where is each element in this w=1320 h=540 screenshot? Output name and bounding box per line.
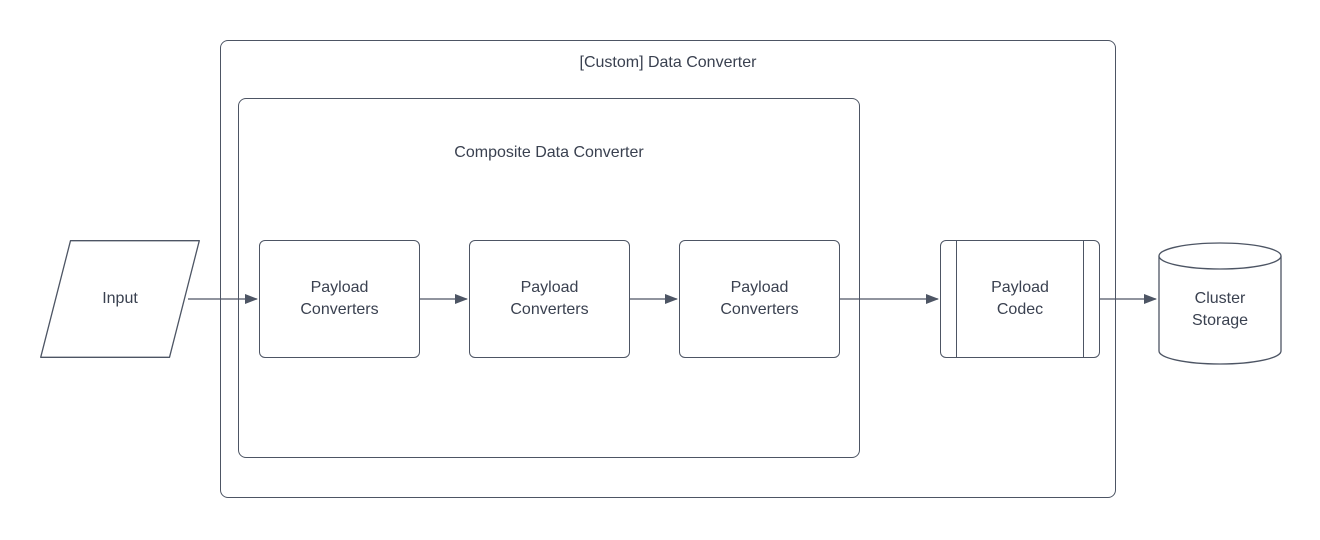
payload-converters-label-1: Payload Converters [300, 279, 379, 318]
custom-data-converter-group: [Custom] Data Converter [220, 40, 1116, 498]
cylinder-body [1158, 242, 1282, 365]
composite-data-converter-group: Composite Data Converter [238, 98, 860, 458]
composite-data-converter-title: Composite Data Converter [454, 144, 644, 161]
input-parallelogram: Input [40, 240, 200, 358]
input-shape-outline [40, 240, 200, 358]
input-shape [40, 240, 200, 358]
payload-converters-box-1: Payload Converters [259, 240, 420, 358]
cluster-storage-cylinder: Cluster Storage [1158, 242, 1282, 366]
payload-codec-label: Payload Codec [991, 279, 1049, 318]
payload-converters-box-2: Payload Converters [469, 240, 630, 358]
codec-divider-right [1083, 241, 1084, 357]
payload-converters-label-2: Payload Converters [510, 279, 589, 318]
payload-codec-box: Payload Codec [940, 240, 1100, 358]
payload-converters-box-3: Payload Converters [679, 240, 840, 358]
cluster-storage-shape [1158, 242, 1282, 365]
codec-divider-left [956, 241, 957, 357]
custom-data-converter-title: [Custom] Data Converter [579, 54, 757, 71]
payload-converters-label-3: Payload Converters [720, 279, 799, 318]
cylinder-top-ellipse [1158, 255, 1282, 270]
